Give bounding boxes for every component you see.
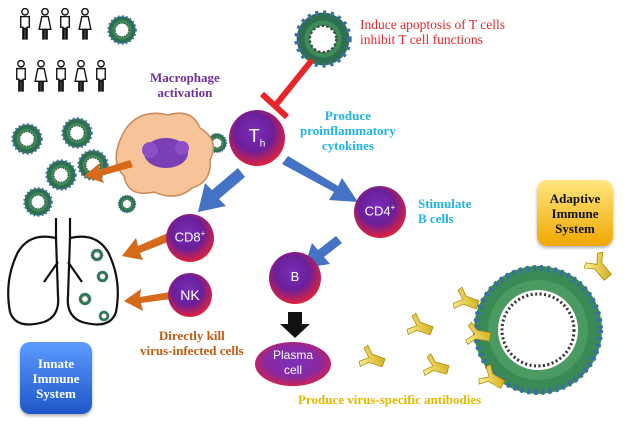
virus-icon bbox=[61, 117, 93, 149]
nk-cell-label: NK bbox=[180, 287, 200, 303]
antibody-icon bbox=[405, 311, 436, 342]
person-icon bbox=[74, 60, 88, 92]
person-icon bbox=[19, 8, 31, 40]
arrow-b-to-plasma bbox=[280, 312, 310, 338]
person-icon bbox=[55, 60, 67, 92]
arrow-cd8-to-lung bbox=[122, 232, 173, 260]
th-cell bbox=[229, 110, 285, 166]
person-icon bbox=[38, 8, 52, 40]
b-cell bbox=[269, 252, 321, 304]
antibodies-label: Produce virus-specific antibodies bbox=[298, 392, 482, 407]
person-icon bbox=[59, 8, 71, 40]
virus-icon bbox=[90, 248, 104, 262]
large-virus-icon bbox=[473, 265, 603, 395]
plasma-cell bbox=[255, 342, 331, 386]
antibody-icon bbox=[422, 352, 452, 382]
virus-icon bbox=[117, 194, 137, 214]
lungs-icon bbox=[7, 218, 119, 326]
person-icon bbox=[34, 60, 48, 92]
inhibition-arrow bbox=[259, 58, 315, 120]
arrow-macrophage-to-virus bbox=[84, 160, 133, 183]
person-icon bbox=[95, 60, 107, 92]
virus-icon bbox=[98, 310, 110, 322]
antibody-icon bbox=[581, 249, 618, 286]
virus-icon bbox=[23, 187, 53, 217]
cd4-cell-label: CD4+ bbox=[364, 203, 396, 219]
virus-icon bbox=[78, 292, 92, 306]
th-cell-label: Th bbox=[248, 126, 266, 150]
person-icon bbox=[78, 8, 92, 40]
virus-icon bbox=[96, 270, 109, 283]
virus-icon bbox=[107, 15, 137, 45]
arrow-th-to-cd4 bbox=[282, 156, 358, 202]
cd8-cell-label: CD8+ bbox=[174, 229, 206, 245]
cd8-cell bbox=[166, 214, 214, 262]
people-icon-group bbox=[15, 8, 107, 92]
b-cell-label: B bbox=[290, 269, 300, 284]
cd4-cell bbox=[354, 186, 406, 238]
antibody-icon bbox=[357, 343, 388, 374]
arrow-nk-to-lung bbox=[124, 289, 171, 311]
orange-arrows bbox=[84, 160, 173, 311]
top-virus-icon bbox=[297, 13, 350, 66]
virus-icon bbox=[11, 123, 43, 155]
macrophage-icon bbox=[115, 112, 215, 197]
person-icon bbox=[15, 60, 27, 92]
blue-arrows bbox=[198, 156, 358, 268]
arrow-th-to-cd8 bbox=[198, 168, 245, 212]
virus-icon bbox=[45, 159, 77, 191]
nk-cell bbox=[168, 273, 212, 317]
